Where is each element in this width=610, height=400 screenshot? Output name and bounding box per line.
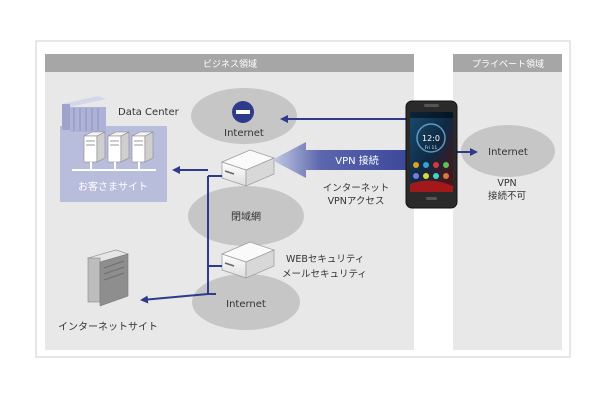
arrow-to-internet-site	[140, 293, 209, 304]
server-icon	[107, 131, 130, 163]
vpn-disabled-label-2: 接続不可	[488, 190, 526, 202]
vpn-disabled-label-1: VPN	[497, 178, 516, 189]
private-zone-bg	[453, 54, 562, 350]
business-zone-header	[45, 54, 414, 72]
business-zone-label: ビジネス領域	[203, 58, 257, 70]
closed-network-ellipse	[188, 186, 304, 246]
internet-lower-ellipse	[192, 274, 300, 330]
no-entry-icon	[232, 101, 254, 123]
router-box-icon	[221, 149, 275, 187]
data-center: Data Center	[60, 96, 180, 202]
closed-network-label: 閉域網	[231, 210, 261, 223]
smartphone-icon: 12:0 Fri 11	[405, 100, 458, 209]
lan-bus	[72, 162, 156, 171]
internet-private-ellipse	[461, 125, 555, 177]
data-center-label: Data Center	[118, 107, 180, 118]
private-zone-header	[453, 54, 562, 72]
customer-site-label: お客さまサイト	[78, 180, 148, 193]
internet-lower-label: Internet	[226, 299, 266, 310]
vpn-connection-label: VPN 接続	[335, 154, 379, 167]
phone-clock: 12:0	[422, 134, 440, 143]
vpn-arrow	[272, 142, 410, 178]
phone-date: Fri 11	[425, 145, 438, 151]
internet-vpn-access-label-2: VPNアクセス	[328, 196, 385, 207]
mail-security-label: メールセキュリティ	[282, 269, 367, 280]
web-security-label: WEBセキュリティ	[286, 254, 364, 265]
internet-site-label: インターネットサイト	[58, 321, 158, 333]
internet-private-label: Internet	[488, 147, 528, 158]
web-server-icon	[86, 249, 130, 307]
internet-vpn-access-label-1: インターネット	[323, 183, 390, 194]
server-icon	[131, 131, 154, 163]
private-zone-label: プライベート領域	[472, 58, 544, 70]
security-appliance-icon	[221, 241, 275, 279]
private-zone: プライベート領域	[453, 54, 562, 350]
server-rack-icon	[62, 96, 106, 132]
internet-blocked-label: Internet	[224, 128, 264, 139]
connectors	[207, 175, 222, 295]
server-icon	[83, 131, 106, 163]
